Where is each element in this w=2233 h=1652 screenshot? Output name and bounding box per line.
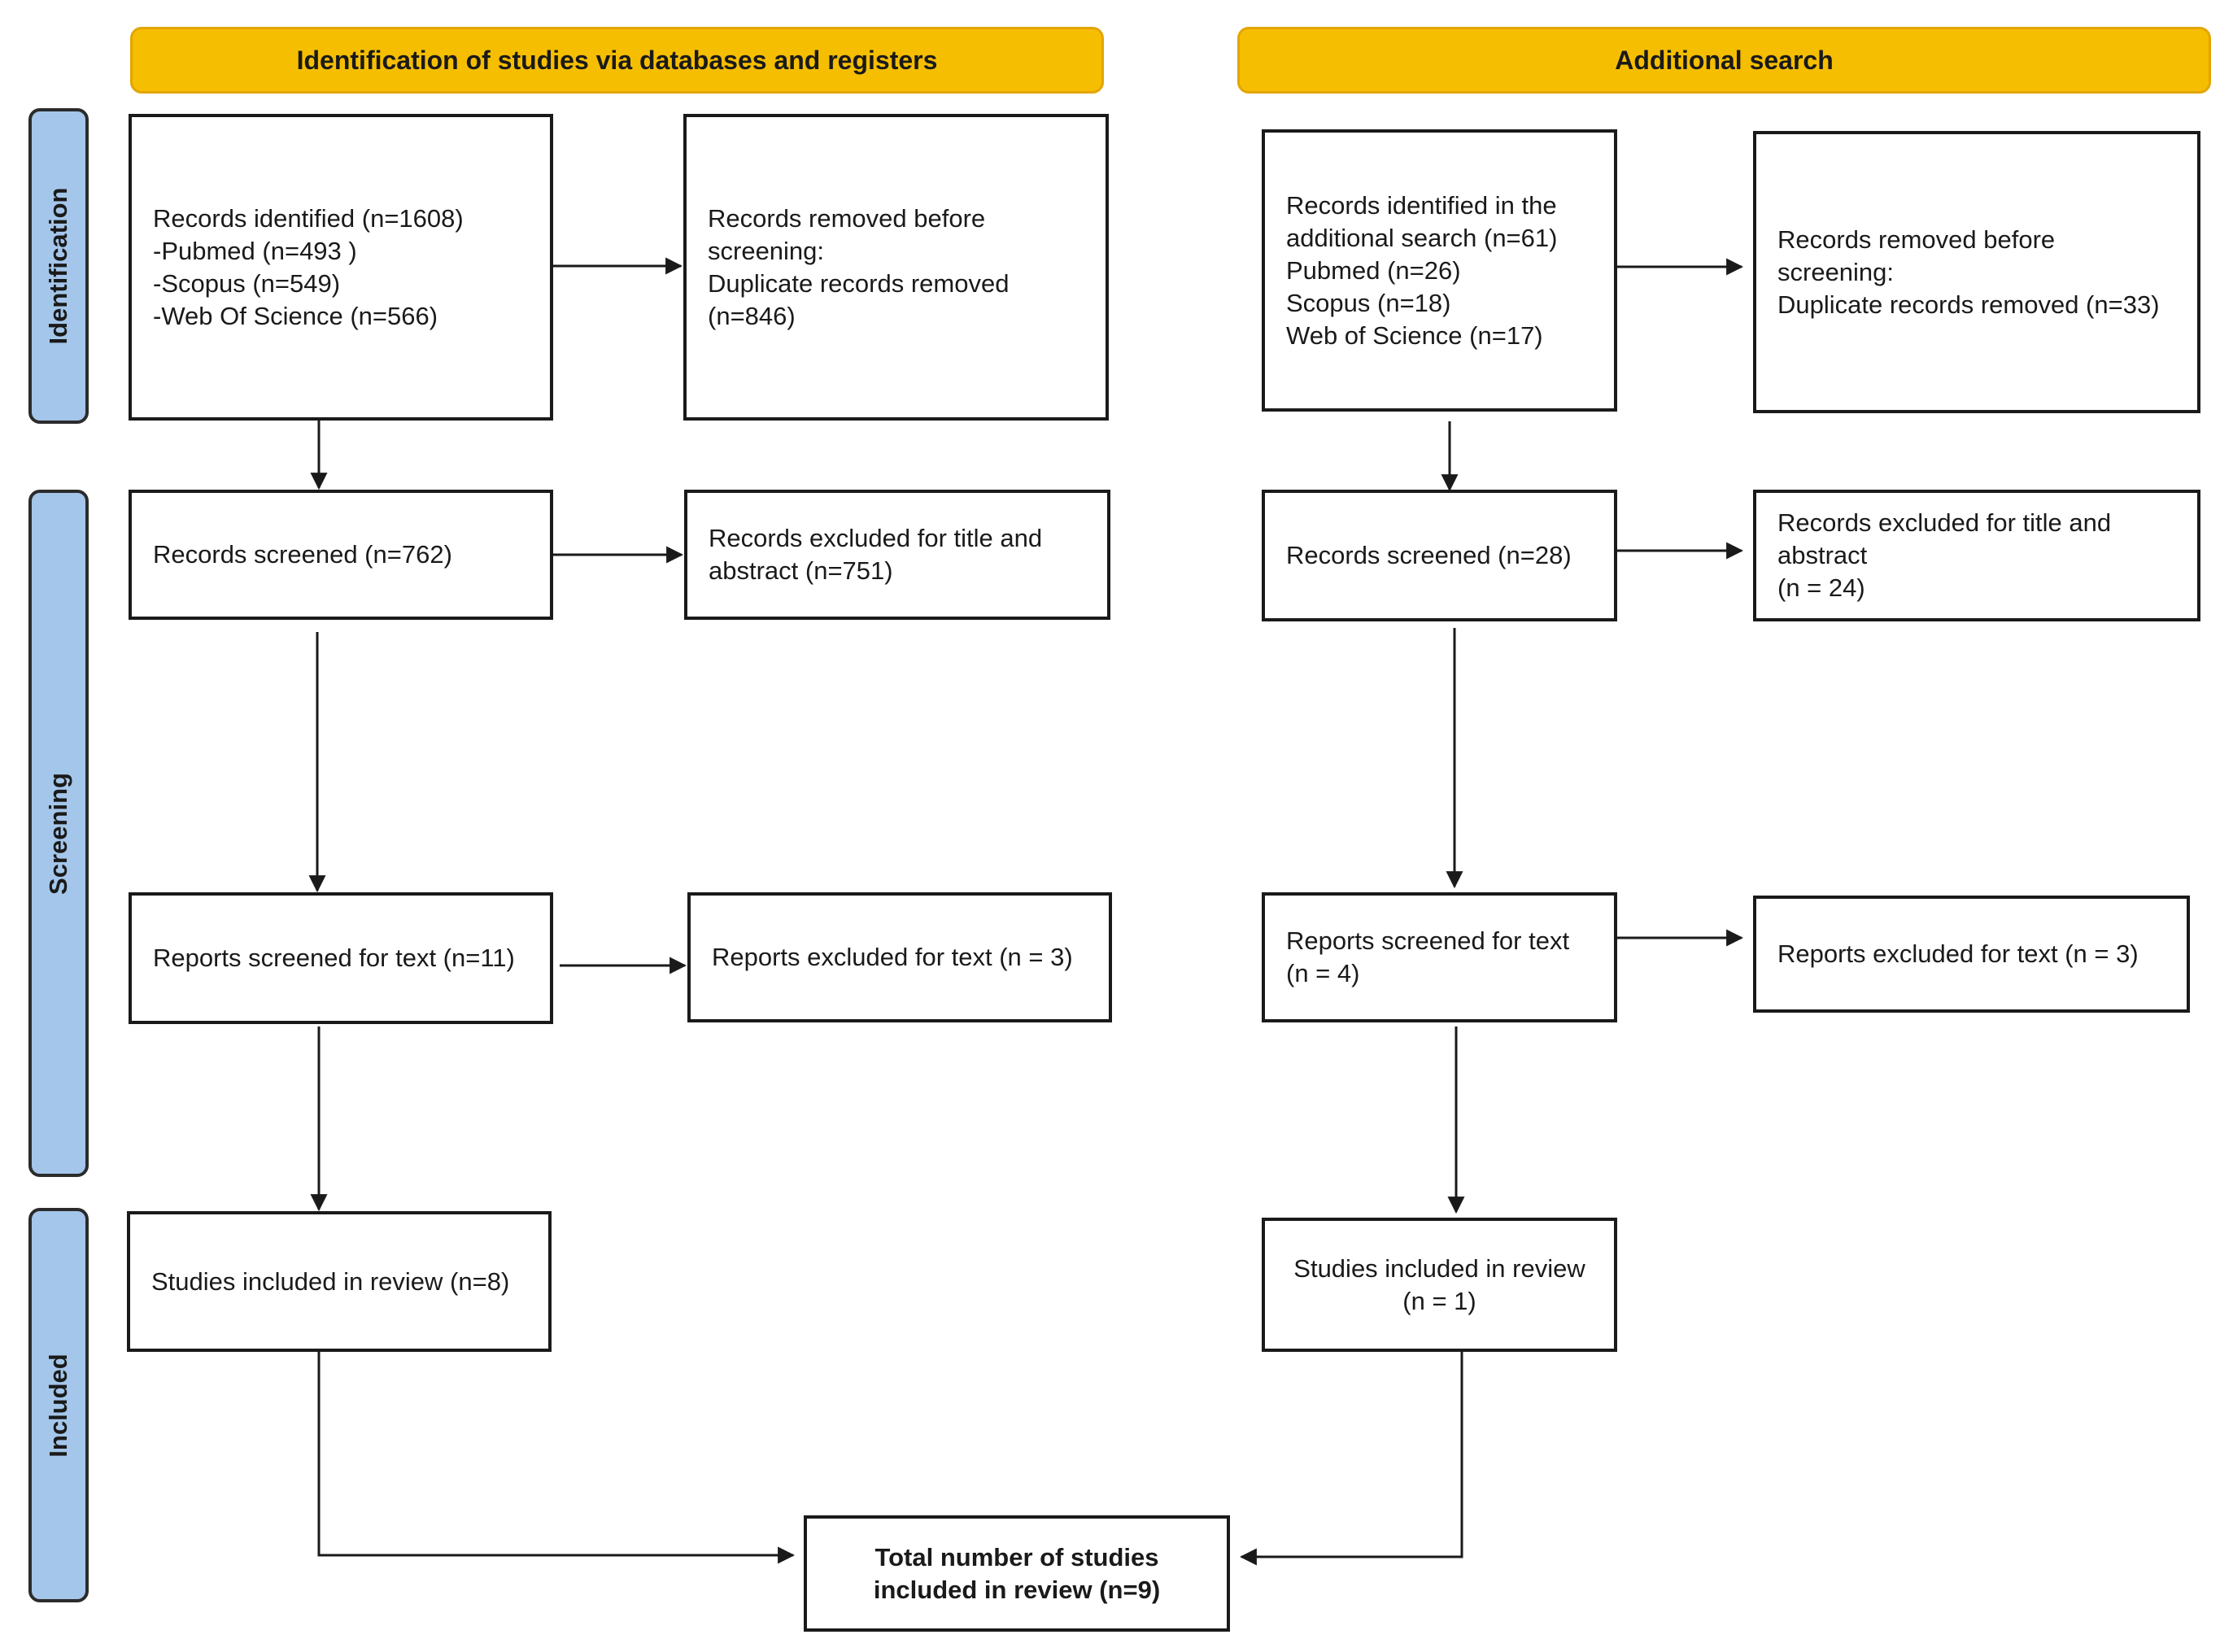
arrow-left-included-to-total [317, 1352, 796, 1564]
box-reports-screened: Reports screened for text (n=11) [129, 892, 553, 1024]
additional-records-excluded-title-text: Records excluded for title and abstract … [1777, 508, 2112, 602]
records-removed-text: Records removed before screening: Duplic… [708, 203, 1010, 330]
additional-records-removed-text: Records removed before screening: Duplic… [1777, 224, 2160, 319]
studies-included-text: Studies included in review (n=8) [151, 1266, 510, 1296]
phase-included: Included [28, 1208, 89, 1602]
phase-included-label: Included [44, 1353, 72, 1458]
header-additional-label: Additional search [1615, 45, 1834, 75]
reports-excluded-text: Reports excluded for text (n = 3) [712, 943, 1073, 971]
header-databases: Identification of studies via databases … [130, 27, 1104, 94]
box-additional-studies-included: Studies included in review (n = 1) [1262, 1218, 1617, 1352]
box-records-screened: Records screened (n=762) [129, 490, 553, 620]
box-additional-records-excluded-title: Records excluded for title and abstract … [1753, 490, 2200, 621]
phase-screening-label: Screening [44, 772, 72, 895]
box-additional-reports-excluded: Reports excluded for text (n = 3) [1753, 896, 2190, 1013]
phase-identification: Identification [28, 108, 89, 424]
box-records-identified: Records identified (n=1608) -Pubmed (n=4… [129, 114, 553, 421]
total-studies-text: Total number of studies included in revi… [873, 1542, 1161, 1604]
records-screened-text: Records screened (n=762) [153, 540, 452, 569]
box-records-excluded-title: Records excluded for title and abstract … [684, 490, 1110, 620]
header-databases-label: Identification of studies via databases … [296, 45, 938, 75]
box-additional-records-removed: Records removed before screening: Duplic… [1753, 131, 2200, 413]
box-reports-excluded: Reports excluded for text (n = 3) [687, 892, 1112, 1022]
box-additional-reports-screened: Reports screened for text (n = 4) [1262, 892, 1617, 1022]
phase-screening: Screening [28, 490, 89, 1177]
phase-identification-label: Identification [44, 187, 72, 345]
arrow-right-included-to-total [1239, 1352, 1463, 1566]
header-additional-search: Additional search [1237, 27, 2211, 94]
box-total-studies: Total number of studies included in revi… [804, 1515, 1230, 1632]
box-studies-included: Studies included in review (n=8) [127, 1211, 552, 1352]
additional-records-identified-text: Records identified in the additional sea… [1286, 190, 1558, 350]
reports-screened-text: Reports screened for text (n=11) [153, 944, 515, 972]
records-excluded-title-text: Records excluded for title and abstract … [709, 524, 1043, 585]
additional-records-screened-text: Records screened (n=28) [1286, 541, 1572, 569]
box-records-removed: Records removed before screening: Duplic… [683, 114, 1109, 421]
additional-reports-screened-text: Reports screened for text (n = 4) [1286, 926, 1570, 987]
additional-reports-excluded-text: Reports excluded for text (n = 3) [1777, 939, 2139, 968]
records-identified-text: Records identified (n=1608) -Pubmed (n=4… [153, 203, 464, 330]
additional-studies-included-text: Studies included in review (n = 1) [1293, 1253, 1585, 1315]
box-additional-records-screened: Records screened (n=28) [1262, 490, 1617, 621]
box-additional-records-identified: Records identified in the additional sea… [1262, 129, 1617, 412]
